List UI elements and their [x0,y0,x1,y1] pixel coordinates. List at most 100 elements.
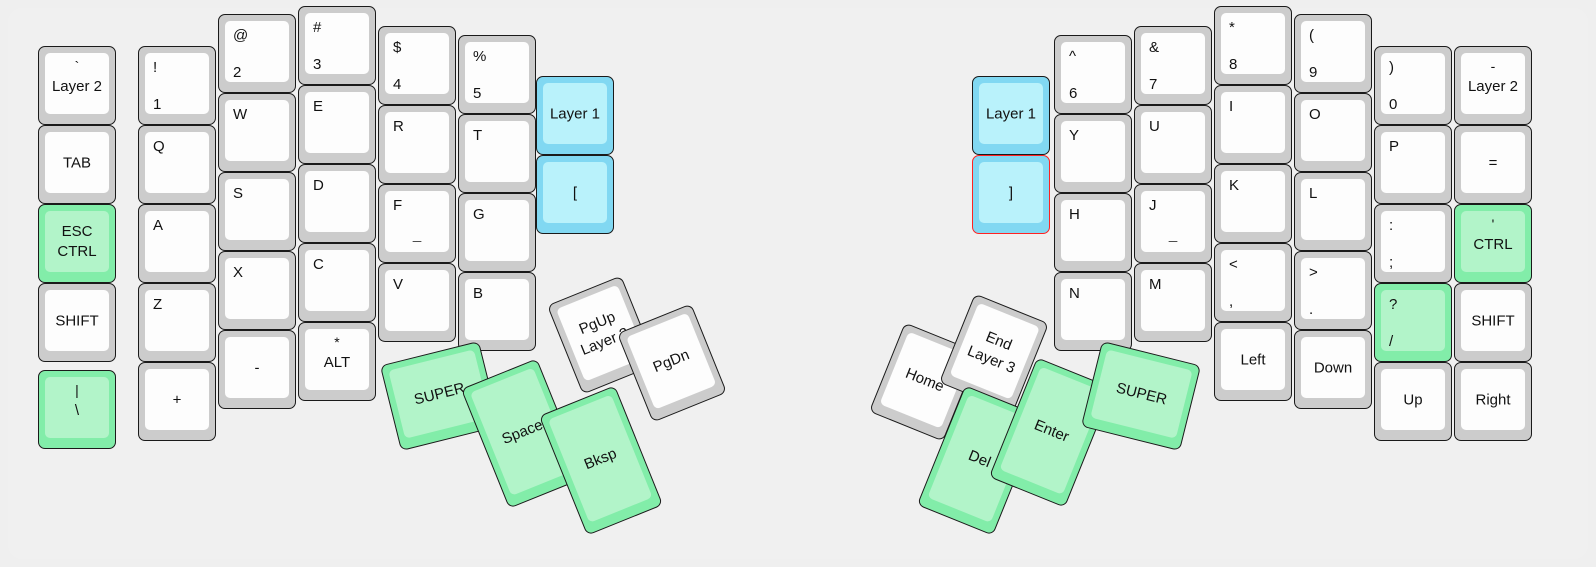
key-bracket-right[interactable]: ] [972,155,1050,234]
key-pipe-backslash[interactable]: |\ [38,370,116,449]
key-f[interactable]: F_ [378,184,456,263]
key-legend: ^ [1069,48,1077,65]
key-legend: Y [1069,127,1080,144]
key-left-arrow[interactable]: Left [1214,322,1292,401]
key-cap: |\ [45,377,109,438]
key-cap: :; [1381,211,1445,272]
key-p[interactable]: P [1374,125,1452,204]
key-e[interactable]: E [298,85,376,164]
key-legend: V [393,276,404,293]
key-v[interactable]: V [378,263,456,342]
key-slash-question[interactable]: ?/ [1374,283,1452,362]
key-legend: , [1229,293,1234,310]
key-cap: K [1221,171,1285,232]
key-o[interactable]: O [1294,93,1372,172]
key-legend: T [473,127,483,144]
key-c[interactable]: C [298,243,376,322]
key-period-gt[interactable]: >. [1294,251,1372,330]
key-legend: 7 [1149,76,1158,93]
key-legend: ESC CTRL [57,222,97,260]
key-0-paren[interactable]: )0 [1374,46,1452,125]
key-y[interactable]: Y [1054,114,1132,193]
key-legend: 8 [1229,56,1238,73]
key-legend: SUPER [1114,379,1169,409]
key-down-arrow[interactable]: Down [1294,330,1372,409]
key-cap: L [1301,179,1365,240]
key-2-at[interactable]: @2 [218,14,296,93]
key-t[interactable]: T [458,114,536,193]
key-cap: Layer 1 [979,83,1043,144]
key-bracket-left[interactable]: [ [536,155,614,234]
key-cap: [ [543,162,607,223]
key-tab[interactable]: TAB [38,125,116,204]
key-cap: TAB [45,132,109,193]
key-q[interactable]: Q [138,125,216,204]
key-esc-ctrl[interactable]: ESC CTRL [38,204,116,283]
key-s[interactable]: S [218,172,296,251]
key-super-right[interactable]: SUPER [1080,340,1202,452]
key-cap: #3 [305,13,369,74]
key-legend: - [254,359,260,376]
key-j[interactable]: J_ [1134,184,1212,263]
key-asterisk-alt[interactable]: *ALT [298,322,376,401]
key-cap: *ALT [305,329,369,390]
key-minus[interactable]: - [218,330,296,409]
key-minus-layer2[interactable]: -Layer 2 [1454,46,1532,125]
key-cap: ' CTRL [1461,211,1525,272]
key-shift-left[interactable]: SHIFT [38,283,116,362]
key-x[interactable]: X [218,251,296,330]
key-equals[interactable]: = [1454,125,1532,204]
key-h[interactable]: H [1054,193,1132,272]
key-4-dollar[interactable]: $4 [378,26,456,105]
key-legend: U [1149,118,1160,135]
key-b[interactable]: B [458,272,536,351]
key-comma-lt[interactable]: <, [1214,243,1292,322]
key-z[interactable]: Z [138,283,216,362]
key-cap: ^6 [1061,42,1125,103]
key-legend: Left [1240,351,1266,368]
key-legend: G [473,206,485,223]
key-right-arrow[interactable]: Right [1454,362,1532,441]
key-bksp[interactable]: Bksp [538,385,664,536]
key-legend: ' [1491,216,1495,232]
key-7-amp[interactable]: &7 [1134,26,1212,105]
key-n[interactable]: N [1054,272,1132,351]
key-i[interactable]: I [1214,85,1292,164]
key-layer1-left[interactable]: Layer 1 [536,76,614,155]
key-legend: CTRL [1473,236,1513,253]
key-5-percent[interactable]: %5 [458,35,536,114]
key-legend: ( [1309,27,1314,44]
key-u[interactable]: U [1134,105,1212,184]
key-6-caret[interactable]: ^6 [1054,35,1132,114]
key-quote-ctrl[interactable]: ' CTRL [1454,204,1532,283]
key-8-star[interactable]: *8 [1214,6,1292,85]
key-l[interactable]: L [1294,172,1372,251]
key-semicolon-colon[interactable]: :; [1374,204,1452,283]
key-g[interactable]: G [458,193,536,272]
key-cap: Z [145,290,209,351]
key-legend: ALT [323,354,351,371]
key-grave-layer2[interactable]: `Layer 2 [38,46,116,125]
key-3-hash[interactable]: #3 [298,6,376,85]
key-legend: TAB [62,154,92,171]
key-shift-right[interactable]: SHIFT [1454,283,1532,362]
key-legend: N [1069,285,1080,302]
key-d[interactable]: D [298,164,376,243]
key-legend: SHIFT [55,312,99,329]
key-w[interactable]: W [218,93,296,172]
key-cap: J_ [1141,191,1205,252]
key-legend: 1 [153,96,162,113]
key-plus[interactable]: + [138,362,216,441]
key-1-bang[interactable]: !1 [138,46,216,125]
key-a[interactable]: A [138,204,216,283]
key-legend: Right [1475,391,1511,408]
key-up-arrow[interactable]: Up [1374,362,1452,441]
key-m[interactable]: M [1134,263,1212,342]
key-cap: >. [1301,258,1365,319]
key-9-paren[interactable]: (9 [1294,14,1372,93]
key-layer1-right[interactable]: Layer 1 [972,76,1050,155]
key-cap: &7 [1141,33,1205,94]
key-r[interactable]: R [378,105,456,184]
key-k[interactable]: K [1214,164,1292,243]
key-cap: !1 [145,53,209,114]
